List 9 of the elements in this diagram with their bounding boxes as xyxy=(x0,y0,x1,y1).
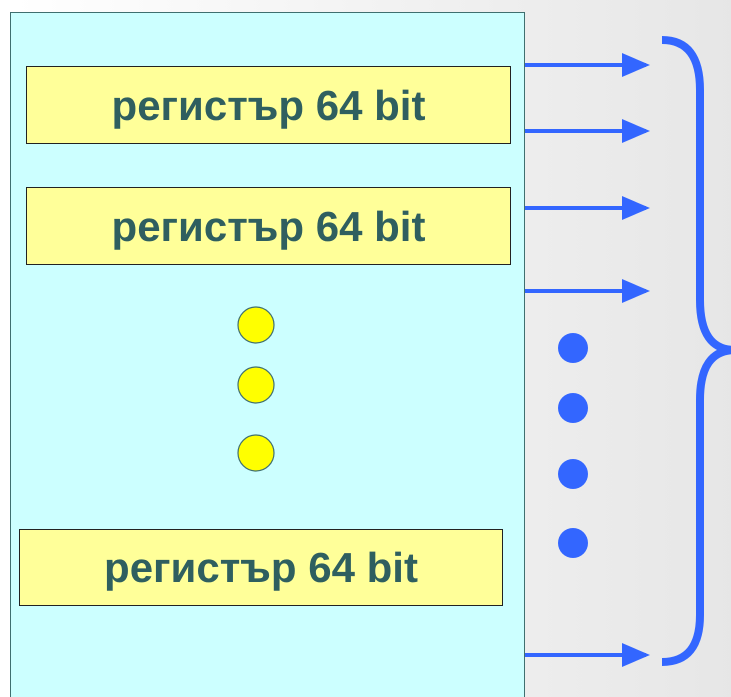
register-box: регистър 64 bit xyxy=(19,529,503,606)
arrow xyxy=(525,53,650,77)
arrow xyxy=(525,196,650,220)
register-box: регистър 64 bit xyxy=(26,66,511,144)
arrow xyxy=(525,279,650,303)
register-box: регистър 64 bit xyxy=(26,187,511,265)
arrow xyxy=(525,643,650,667)
memory-panel xyxy=(10,12,525,697)
arrow xyxy=(525,119,650,143)
